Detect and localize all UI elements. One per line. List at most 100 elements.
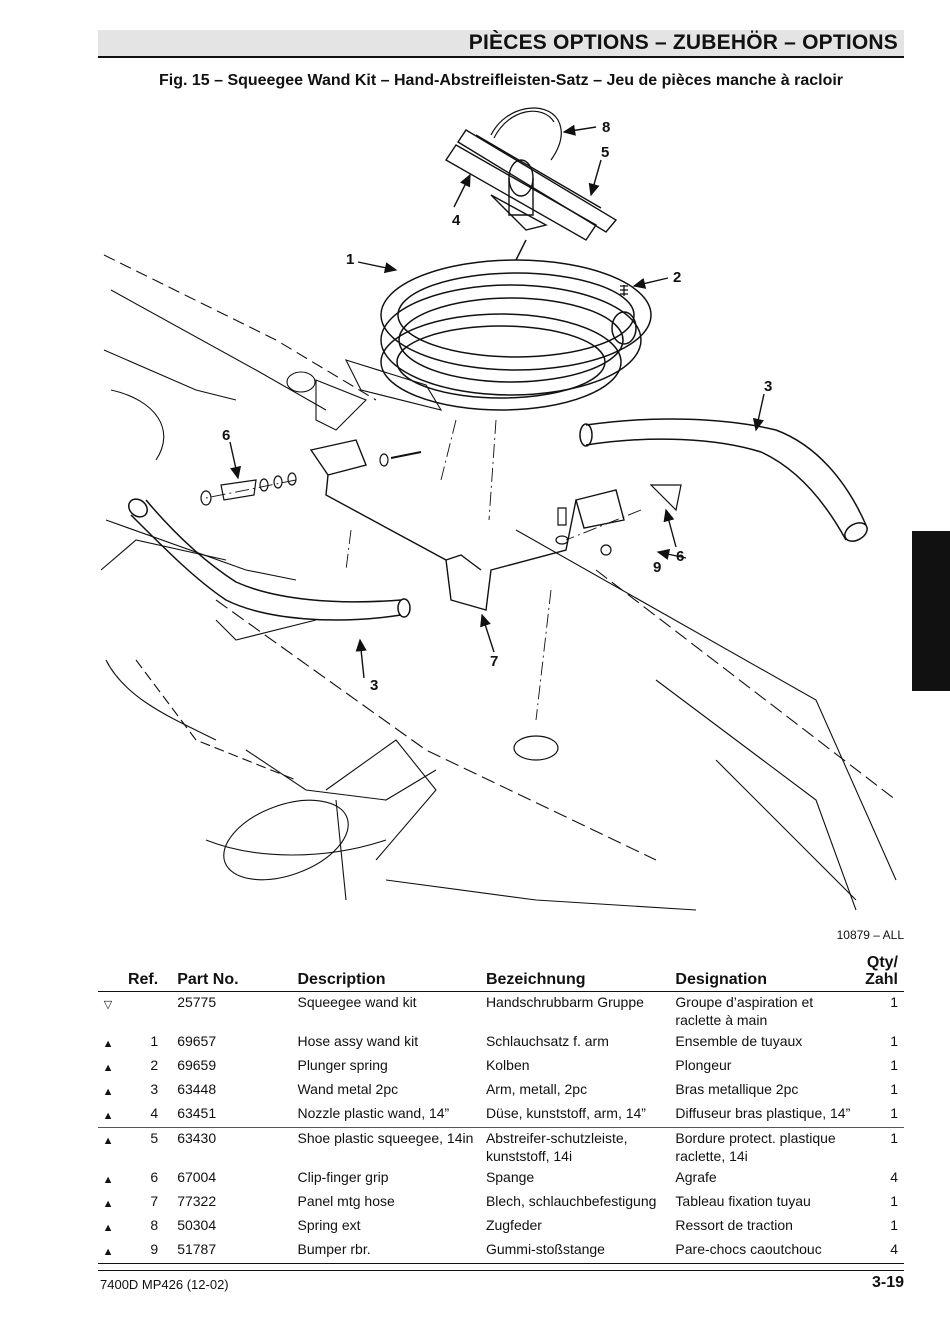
quantity-cell: 4 xyxy=(890,1169,898,1185)
quantity-cell: 1 xyxy=(855,1103,904,1128)
table-row: ▲ 3 63448 Wand metal 2pc Arm, metall, 2pc Bra… xyxy=(98,1079,904,1103)
part-number-cell: 67004 xyxy=(177,1169,217,1185)
bezeichnung-cell: Schlauchsatz f. arm xyxy=(485,1033,609,1049)
row-marker: ▲ xyxy=(102,1062,114,1074)
callout-labels: 8 5 4 1 2 3 6 3 6 9 7 xyxy=(222,119,772,694)
row-marker: ▲ xyxy=(102,1086,114,1098)
quantity-cell: 1 xyxy=(890,1057,898,1073)
qty-column-header: Qty/ Zahl xyxy=(855,954,904,992)
quantity-cell: 1 xyxy=(890,1130,898,1146)
description-cell: Bumper rbr. xyxy=(297,1239,486,1264)
designation-cell: Pare-chocs caoutchouc xyxy=(675,1239,856,1264)
table-row: ▽ 25775 Squeegee wand kit Handschrubbarm Gr… xyxy=(98,992,904,1032)
bezeichnung-cell: Arm, metall, 2pc xyxy=(485,1081,588,1097)
designation-cell: Tableau fixation tuyau xyxy=(675,1193,811,1209)
ref-column-header: Ref. xyxy=(118,954,178,992)
row-marker: ▽ xyxy=(103,999,113,1011)
description-cell: Spring ext xyxy=(297,1217,361,1233)
section-tab-marker xyxy=(912,531,950,691)
callout-label: 2 xyxy=(673,269,681,286)
quantity-cell: 1 xyxy=(890,1033,898,1049)
designation-cell: Bras metallique 2pc xyxy=(675,1081,799,1097)
ref-cell: 7 xyxy=(150,1193,159,1209)
designation-cell: Agrafe xyxy=(675,1169,717,1185)
figure-caption: Fig. 15 – Squeegee Wand Kit – Hand-Abstr… xyxy=(158,72,844,89)
ref-cell: 8 xyxy=(150,1217,159,1233)
description-cell: Squeegee wand kit xyxy=(297,994,417,1010)
designation-cell: Plongeur xyxy=(675,1057,732,1073)
part-number-cell: 51787 xyxy=(177,1239,298,1264)
row-marker: ▲ xyxy=(102,1174,114,1186)
description-cell: Clip-finger grip xyxy=(297,1169,389,1185)
callout-label: 8 xyxy=(602,119,610,136)
designation-cell: Bordure protect. plastique raclette, 14i xyxy=(675,1130,836,1164)
description-cell: Panel mtg hose xyxy=(297,1193,395,1209)
bezeichnung-cell: Spange xyxy=(485,1169,535,1185)
part-number-cell: 63448 xyxy=(177,1081,217,1097)
bezeichnung-cell: Zugfeder xyxy=(485,1217,542,1233)
ref-cell: 2 xyxy=(150,1057,159,1073)
machine-deck-outline xyxy=(100,254,897,911)
part-no-column-header: Part No. xyxy=(177,954,298,992)
callout-label: 3 xyxy=(764,378,772,395)
callout-label: 6 xyxy=(222,427,230,444)
ref-cell xyxy=(118,992,177,1032)
ref-cell: 5 xyxy=(150,1130,159,1146)
designation-column-header: Designation xyxy=(675,954,856,992)
row-marker: ▲ xyxy=(102,1038,114,1050)
part-number-cell: 50304 xyxy=(177,1217,217,1233)
coiled-hose xyxy=(380,239,652,411)
footer-rule xyxy=(98,1270,904,1271)
plunger-spring xyxy=(620,285,628,296)
part-number-cell: 25775 xyxy=(177,994,217,1010)
bezeichnung-cell: Handschrubbarm Gruppe xyxy=(485,994,644,1010)
designation-cell: Diffuseur bras plastique, 14” xyxy=(675,1103,856,1128)
page-title: PIÈCES OPTIONS – ZUBEHÖR – OPTIONS xyxy=(468,31,898,54)
mark-column-header xyxy=(98,954,119,992)
description-column-header: Description xyxy=(297,954,486,992)
ref-cell: 3 xyxy=(150,1081,159,1097)
bezeichnung-column-header: Bezeichnung xyxy=(485,954,676,992)
row-marker: ▲ xyxy=(102,1135,114,1147)
metal-wand-right xyxy=(579,418,868,542)
ref-cell: 9 xyxy=(118,1239,178,1264)
ref-cell: 4 xyxy=(118,1103,178,1128)
designation-cell: Ressort de traction xyxy=(675,1217,793,1233)
table-header-row: Ref. Part No. Description Bezeichnung De… xyxy=(98,954,904,992)
mounting-panel xyxy=(309,439,625,611)
qty-header-line1: Qty/ xyxy=(866,954,898,971)
description-cell: Nozzle plastic wand, 14” xyxy=(297,1103,486,1128)
bezeichnung-cell: Blech, schlauchbefestigung xyxy=(485,1193,657,1209)
part-number-cell: 77322 xyxy=(177,1193,217,1209)
row-marker: ▲ xyxy=(98,1239,119,1264)
bezeichnung-cell: Gummi-stoßstange xyxy=(485,1239,676,1264)
quantity-cell: 1 xyxy=(890,1217,898,1233)
qty-header-line2: Zahl xyxy=(865,971,898,988)
part-number-cell: 63451 xyxy=(177,1103,298,1128)
description-cell: Plunger spring xyxy=(297,1057,388,1073)
quantity-cell: 1 xyxy=(890,1193,898,1209)
footer-page-number: 3-19 xyxy=(871,1274,904,1291)
table-row: ▲ 1 69657 Hose assy wand kit Schlauchsatz f.… xyxy=(98,1031,904,1055)
hardware-stack xyxy=(200,451,682,761)
parts-table: Ref. Part No. Description Bezeichnung De… xyxy=(98,954,904,1264)
drawing-number: 10879 – ALL xyxy=(836,928,904,942)
row-marker: ▲ xyxy=(98,1103,119,1128)
part-number-cell: 69657 xyxy=(177,1033,217,1049)
description-cell: Wand metal 2pc xyxy=(297,1081,399,1097)
quantity-cell: 1 xyxy=(890,1081,898,1097)
footer-document-code: 7400D MP426 (12-02) xyxy=(100,1277,229,1292)
callout-label: 4 xyxy=(452,212,461,229)
row-marker: ▲ xyxy=(102,1222,114,1234)
squeegee-nozzle xyxy=(445,129,618,241)
callout-label: 3 xyxy=(370,677,378,694)
callout-label: 1 xyxy=(346,251,354,268)
callout-label: 6 xyxy=(676,548,684,565)
description-cell: Hose assy wand kit xyxy=(297,1033,419,1049)
